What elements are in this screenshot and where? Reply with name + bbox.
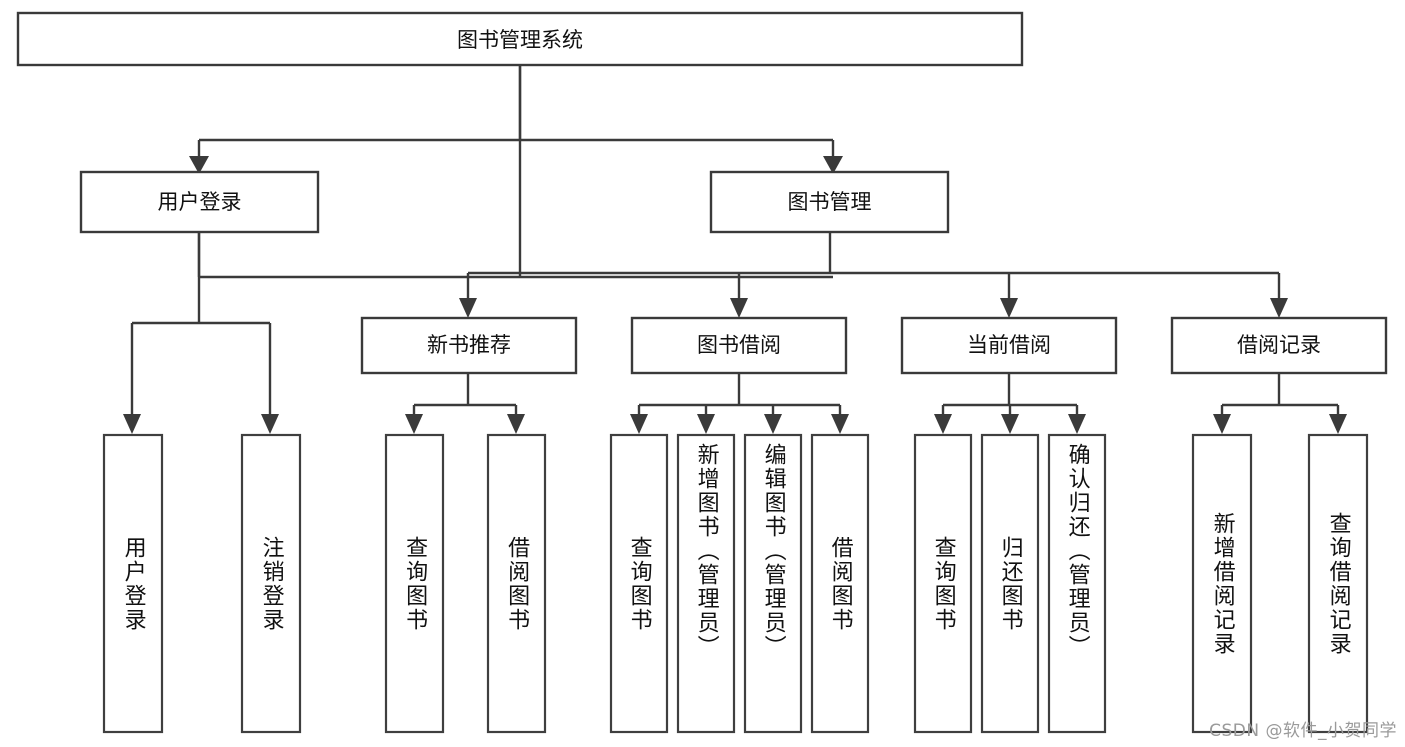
connector-borrow-record-children [1213,373,1347,434]
node-leaf-return-book[interactable] [980,433,1040,734]
node-borrow-record[interactable] [1170,316,1388,375]
node-leaf-borrow-book-2[interactable] [810,433,870,734]
node-book-borrow[interactable] [630,316,848,375]
arrowhead-borrow-record [1270,298,1288,318]
connector-user-login-children [123,232,279,434]
arrowhead-book-manage [823,156,843,174]
connector-book-manage-children [459,232,1288,318]
node-book-borrow-label: 图书借阅 [697,333,781,357]
connector-book-borrow-children [630,373,849,434]
node-leaf-user-login[interactable] [102,433,164,734]
node-new-book-recommend[interactable] [360,316,578,375]
node-user-login[interactable] [79,170,320,234]
arrowhead-leaf-edit-book [764,414,782,434]
arrowhead-new-book-recommend [459,298,477,318]
arrowhead-leaf-add-book [697,414,715,434]
node-leaf-add-record[interactable] [1191,433,1253,734]
node-leaf-add-book[interactable] [676,433,736,734]
node-leaf-query-book-1[interactable] [384,433,445,734]
csdn-watermark: CSDN @软件_小贺同学 [1209,721,1397,741]
arrowhead-leaf-logout-login [261,414,279,434]
node-current-borrow-label: 当前借阅 [967,333,1051,357]
node-leaf-borrow-book-1[interactable] [486,433,547,734]
arrowhead-book-borrow [730,298,748,318]
arrowhead-leaf-return-book [1001,414,1019,434]
arrowhead-leaf-query-book-1 [405,414,423,434]
arrowhead-leaf-confirm-return [1068,414,1086,434]
node-root-label: 图书管理系统 [457,28,583,52]
node-leaf-logout-login[interactable] [240,433,302,734]
arrowhead-leaf-user-login [123,414,141,434]
arrowhead-leaf-borrow-book-2 [831,414,849,434]
node-book-manage-label: 图书管理 [788,190,872,214]
node-book-manage[interactable] [709,170,950,234]
arrowhead-leaf-query-book-3 [934,414,952,434]
node-new-book-recommend-label: 新书推荐 [427,333,511,357]
node-leaf-confirm-return[interactable] [1047,433,1107,734]
arrowhead-leaf-add-record [1213,414,1231,434]
node-leaf-query-book-3[interactable] [913,433,973,734]
arrowhead-current-borrow [1000,298,1018,318]
connector-current-borrow-children [934,373,1086,434]
connector-root-bus [189,65,843,174]
arrowhead-leaf-query-record [1329,414,1347,434]
arrowhead-leaf-borrow-book-1 [507,414,525,434]
node-root[interactable] [16,11,1024,67]
node-leaf-edit-book[interactable] [743,433,803,734]
arrowhead-user-login [189,156,209,174]
node-borrow-record-label: 借阅记录 [1237,333,1321,357]
arrowhead-leaf-query-book-2 [630,414,648,434]
connector-new-book-recommend-children [405,373,525,434]
node-leaf-query-book-2[interactable] [609,433,669,734]
node-user-login-label: 用户登录 [158,190,242,214]
node-current-borrow[interactable] [900,316,1118,375]
node-leaf-query-record[interactable] [1307,433,1369,734]
